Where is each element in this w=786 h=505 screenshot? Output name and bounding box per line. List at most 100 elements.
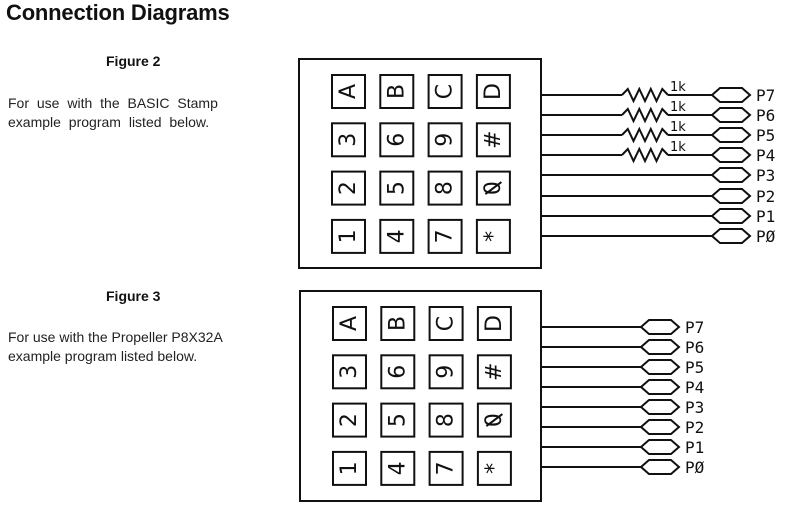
- key-outline: [427, 170, 463, 206]
- keypad-key: 8: [427, 170, 463, 206]
- pin-p4-connection: 1k P4: [541, 140, 775, 165]
- keypad-key: 0: [476, 402, 512, 438]
- figure-2-label: Figure 2: [106, 53, 161, 69]
- pin-p6-connection: 1k P6: [541, 100, 775, 125]
- pin-connector: [710, 228, 752, 244]
- pin-connector: [639, 419, 681, 435]
- keypad-key: D: [475, 74, 511, 109]
- pin-p6-connection: P6: [541, 338, 704, 357]
- keypad-key: 7: [428, 450, 464, 486]
- key-label: 7: [434, 461, 459, 475]
- pin-label: P6: [756, 106, 775, 125]
- key-outline: [428, 354, 464, 390]
- keypad-key: D: [476, 306, 512, 341]
- keypad-key: *: [476, 450, 512, 486]
- pin-label: P2: [685, 418, 704, 437]
- key-label: 1: [337, 461, 362, 475]
- key-outline: [380, 450, 416, 486]
- key-label: 2: [337, 413, 362, 427]
- key-outline: [427, 122, 463, 158]
- pin-label: P1: [685, 438, 704, 457]
- keypad-key: 4: [379, 218, 415, 254]
- keypad-key: 2: [332, 402, 367, 438]
- key-label: D: [481, 83, 506, 100]
- key-outline: [428, 450, 464, 486]
- key-outline: [379, 170, 415, 206]
- pin-p0-connection: PØ: [541, 227, 776, 246]
- resistor-symbol: [621, 106, 669, 124]
- pin-connector: [710, 107, 752, 123]
- key-outline: [379, 218, 415, 254]
- keypad-key: A: [331, 74, 366, 109]
- resistor-symbol: [621, 146, 669, 164]
- pin-connector: [710, 87, 752, 103]
- key-label: 6: [385, 365, 410, 379]
- keypad-key: 5: [379, 170, 415, 206]
- key-slash: [484, 181, 502, 195]
- keypad-key: B: [380, 306, 416, 341]
- figure-2-description: For use with the BASIC Stamp example pro…: [8, 94, 218, 132]
- pin-p3-connection: P3: [541, 166, 775, 185]
- key-label: 5: [384, 181, 409, 195]
- keypad-key: #: [475, 122, 511, 158]
- key-outline: [332, 450, 367, 486]
- keypad-outline: [299, 290, 542, 502]
- key-label: 2: [336, 181, 361, 195]
- key-outline: [427, 218, 463, 254]
- key-outline: [332, 402, 367, 438]
- keypad-key: 7: [427, 218, 463, 254]
- pin-label: P4: [685, 378, 704, 397]
- keypad-key: 1: [332, 450, 367, 486]
- pin-p5-connection: P5: [541, 358, 704, 377]
- pin-connector: [710, 188, 752, 204]
- key-outline: [475, 74, 511, 109]
- keypad-key: B: [379, 74, 415, 109]
- key-label: 5: [385, 413, 410, 427]
- key-label: *: [482, 463, 507, 474]
- figure-2-description-line-1: For use with the BASIC Stamp: [8, 95, 218, 111]
- key-label: *: [481, 231, 506, 242]
- pin-label: PØ: [685, 458, 705, 477]
- key-label: 9: [434, 365, 459, 379]
- pin-label: P3: [685, 398, 704, 417]
- key-label: 3: [337, 365, 362, 379]
- key-outline: [380, 354, 416, 390]
- pin-p1-connection: P1: [541, 438, 704, 457]
- pin-label: P7: [685, 318, 704, 337]
- keypad-key: 9: [427, 122, 463, 158]
- pin-connector: [639, 359, 681, 375]
- pin-connector: [639, 439, 681, 455]
- resistor-symbol: [621, 86, 669, 104]
- resistor-value-label: 1k: [670, 100, 686, 115]
- key-outline: [380, 402, 416, 438]
- keypad-key: #: [476, 354, 512, 390]
- pin-label: P3: [756, 166, 775, 185]
- pin-label: P6: [685, 338, 704, 357]
- resistor-symbol: [621, 126, 669, 144]
- key-label: 6: [384, 133, 409, 147]
- keypad-key: A: [332, 306, 367, 341]
- key-outline: [379, 74, 415, 109]
- pin-label: P4: [756, 146, 775, 165]
- pin-connector: [710, 167, 752, 183]
- key-outline: [331, 170, 366, 206]
- figure-3-description-line-2: example program listed below.: [8, 348, 198, 364]
- figure-2-description-line-2: example program listed below.: [8, 114, 210, 130]
- key-label: 3: [336, 133, 361, 147]
- key-outline: [331, 218, 366, 254]
- keypad-key: 3: [331, 122, 366, 158]
- key-outline: [475, 122, 511, 158]
- keypad-key: 3: [332, 354, 367, 390]
- pin-connector: [710, 127, 752, 143]
- pin-p7-connection: P7: [541, 318, 704, 337]
- resistor-value-label: 1k: [670, 140, 686, 155]
- key-label: 7: [433, 229, 458, 243]
- keypad-key: 5: [380, 402, 416, 438]
- key-outline: [332, 306, 367, 341]
- keypad-key: 9: [428, 354, 464, 390]
- keypad-key: 1: [331, 218, 366, 254]
- pin-connector: [639, 379, 681, 395]
- key-label: B: [384, 84, 409, 99]
